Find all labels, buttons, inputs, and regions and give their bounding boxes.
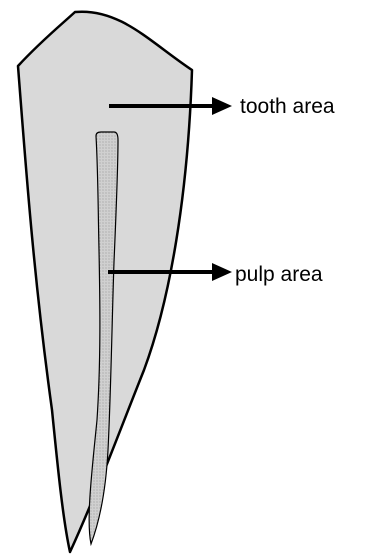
pulp-area-label: pulp area (235, 264, 323, 285)
tooth-area-label: tooth area (240, 96, 335, 117)
